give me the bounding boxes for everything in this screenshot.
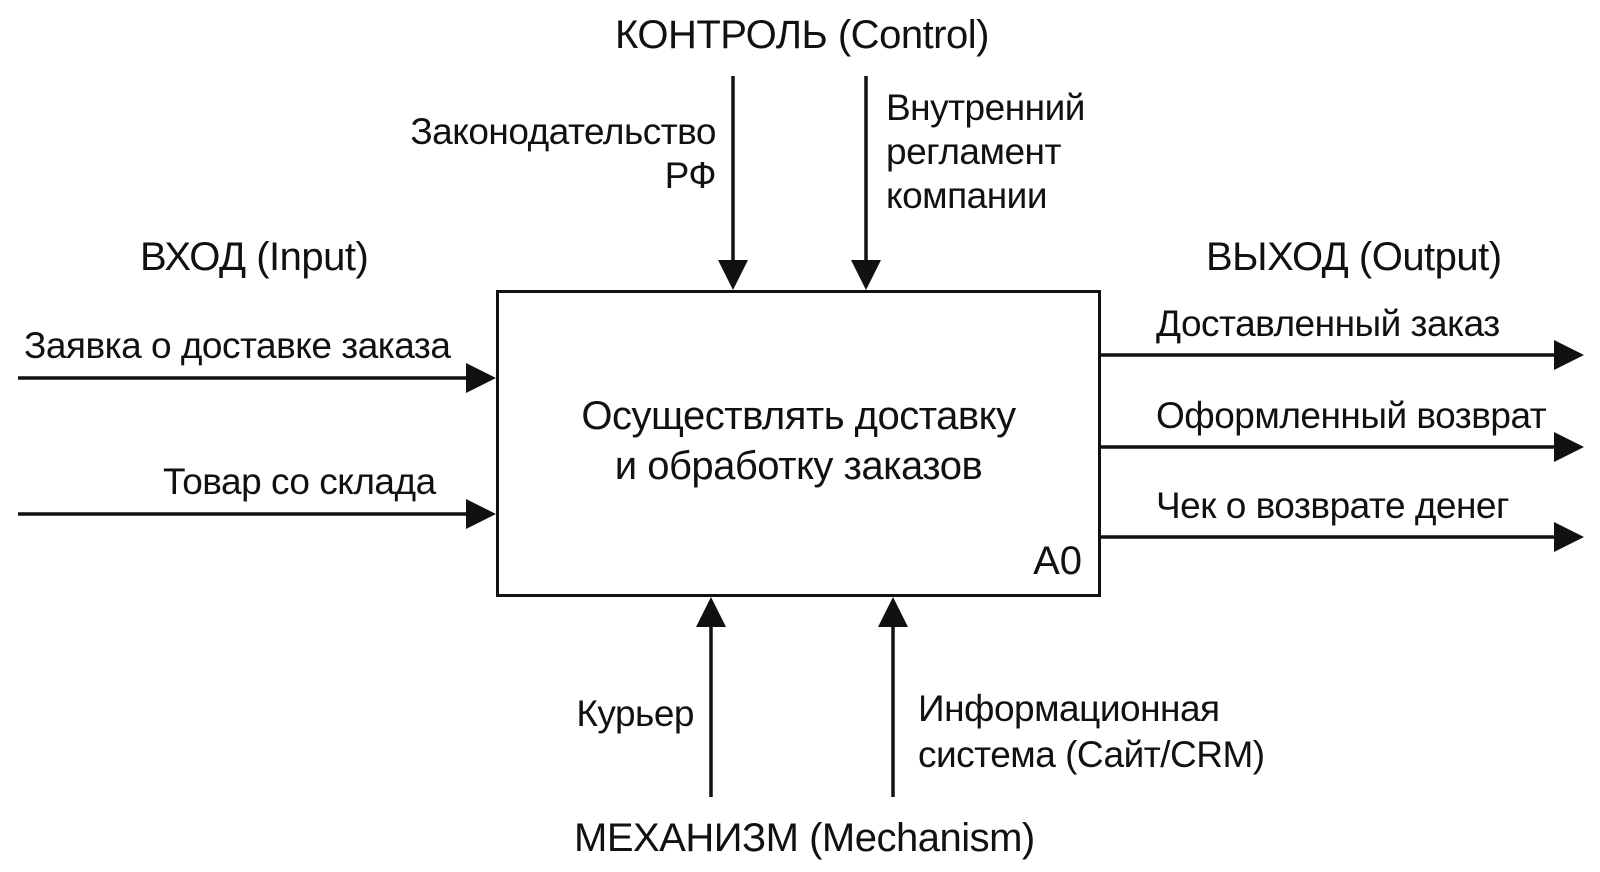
output-arrow-2: [1101, 432, 1584, 462]
input-label-order-request: Заявка о доставке заказа: [24, 325, 451, 366]
mechanism-heading: МЕХАНИЗМ (Mechanism): [574, 816, 1035, 860]
output-label-delivered-order: Доставленный заказ: [1156, 303, 1500, 344]
output-heading: ВЫХОД (Output): [1206, 235, 1502, 279]
input-arrow-1: [18, 363, 496, 393]
control-label-legislation: Законодательство РФ: [410, 111, 716, 196]
output-arrow-1: [1101, 340, 1584, 370]
input-arrow-2: [18, 499, 496, 529]
output-label-refund-receipt: Чек о возврате денег: [1156, 485, 1510, 526]
control-heading: КОНТРОЛЬ (Control): [615, 13, 989, 57]
function-block-code: А0: [1033, 539, 1082, 583]
mechanism-label-courier: Курьер: [576, 693, 694, 734]
output-arrow-3: [1101, 522, 1584, 552]
control-arrow-1: [718, 76, 748, 290]
mechanism-arrow-1: [696, 597, 726, 797]
mechanism-arrow-2: [878, 597, 908, 797]
input-label-warehouse-goods: Товар со склада: [163, 461, 436, 502]
mechanism-label-information-system: Информационная система (Сайт/CRM): [918, 688, 1265, 775]
output-label-processed-return: Оформленный возврат: [1156, 395, 1547, 436]
input-heading: ВХОД (Input): [140, 235, 369, 279]
function-block-title: Осуществлять доставку и обработку заказо…: [581, 394, 1016, 488]
control-label-internal-regulation: Внутренний регламент компании: [886, 87, 1085, 216]
function-block: Осуществлять доставку и обработку заказо…: [496, 290, 1101, 597]
control-arrow-2: [851, 76, 881, 290]
